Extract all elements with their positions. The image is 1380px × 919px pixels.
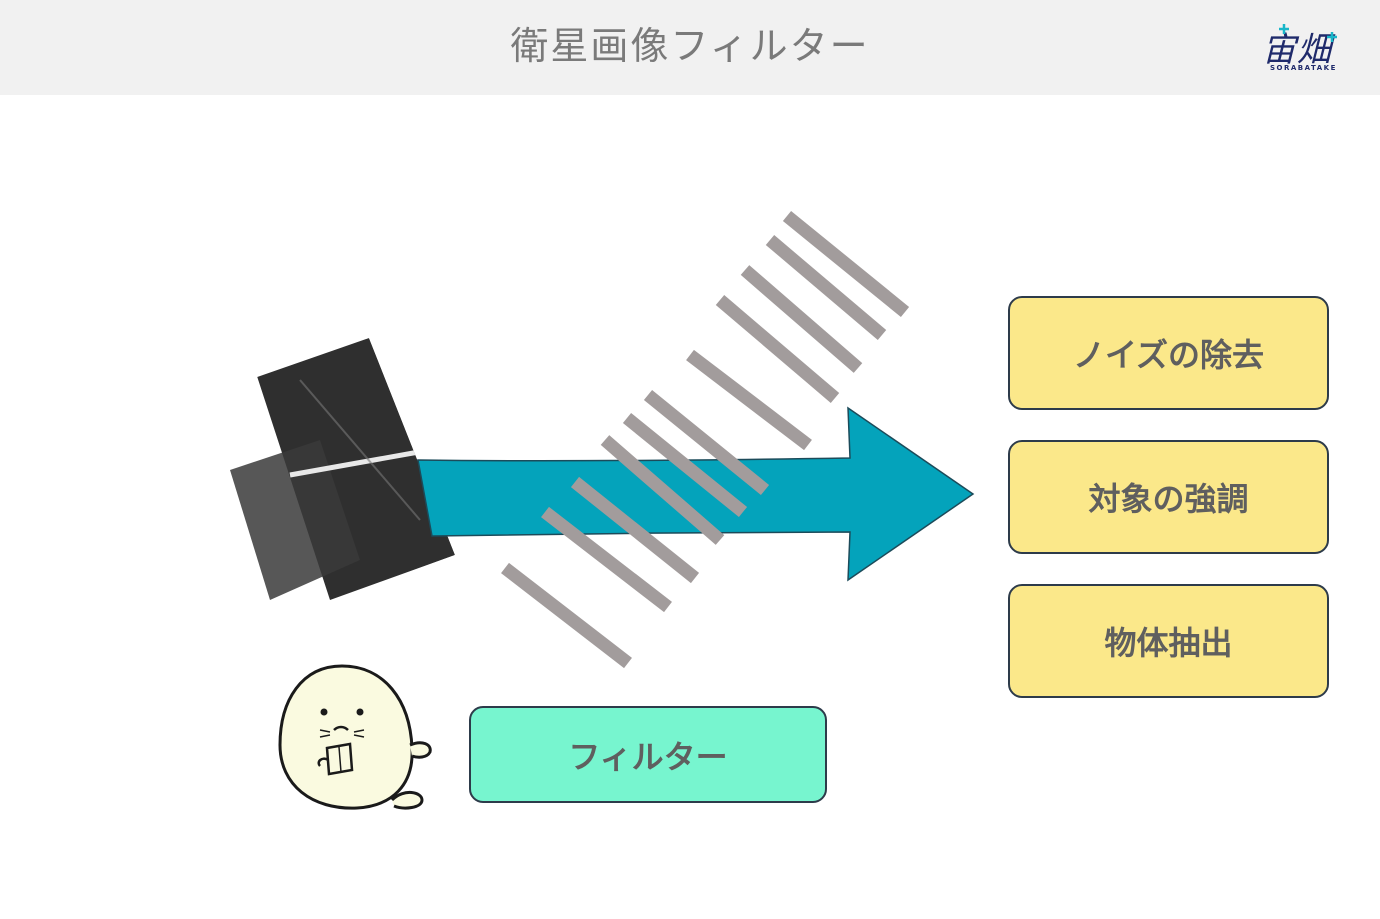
- mascot-seal: [272, 660, 437, 815]
- filter-stripe: [600, 435, 725, 545]
- filter-stripe: [765, 235, 887, 340]
- output-box-emphasis: 対象の強調: [1008, 440, 1329, 554]
- logo-sparkle-icon: [1279, 24, 1337, 42]
- filter-stripe: [501, 562, 632, 669]
- header-bar: [0, 0, 1380, 95]
- output-label: 物体抽出: [1104, 624, 1233, 662]
- filter-stripe: [541, 506, 672, 613]
- logo-subtext: SORABATAKE: [1270, 64, 1337, 72]
- sorabatake-logo: 宙畑 SORABATAKE: [1252, 18, 1352, 78]
- page-title: 衛星画像フィルター: [510, 24, 870, 68]
- filter-box: フィルター: [469, 706, 827, 803]
- filter-stripe: [643, 389, 770, 496]
- filter-stripe: [570, 476, 700, 584]
- output-label: ノイズの除去: [1072, 336, 1265, 374]
- filter-stripes: [501, 210, 910, 669]
- satellite-image: [42, 338, 455, 673]
- output-box-object-extraction: 物体抽出: [1008, 584, 1329, 698]
- filter-stripe: [740, 265, 863, 373]
- filter-stripe: [782, 210, 910, 318]
- filter-stripe: [715, 295, 840, 403]
- filter-stripe: [686, 349, 812, 451]
- process-arrow: [417, 406, 975, 582]
- filter-stripe: [622, 412, 748, 518]
- filter-label: フィルター: [568, 737, 728, 776]
- output-label: 対象の強調: [1088, 480, 1249, 518]
- seal-character-icon: [278, 664, 432, 810]
- output-box-noise-removal: ノイズの除去: [1008, 296, 1329, 410]
- logo-text: 宙畑: [1262, 30, 1332, 70]
